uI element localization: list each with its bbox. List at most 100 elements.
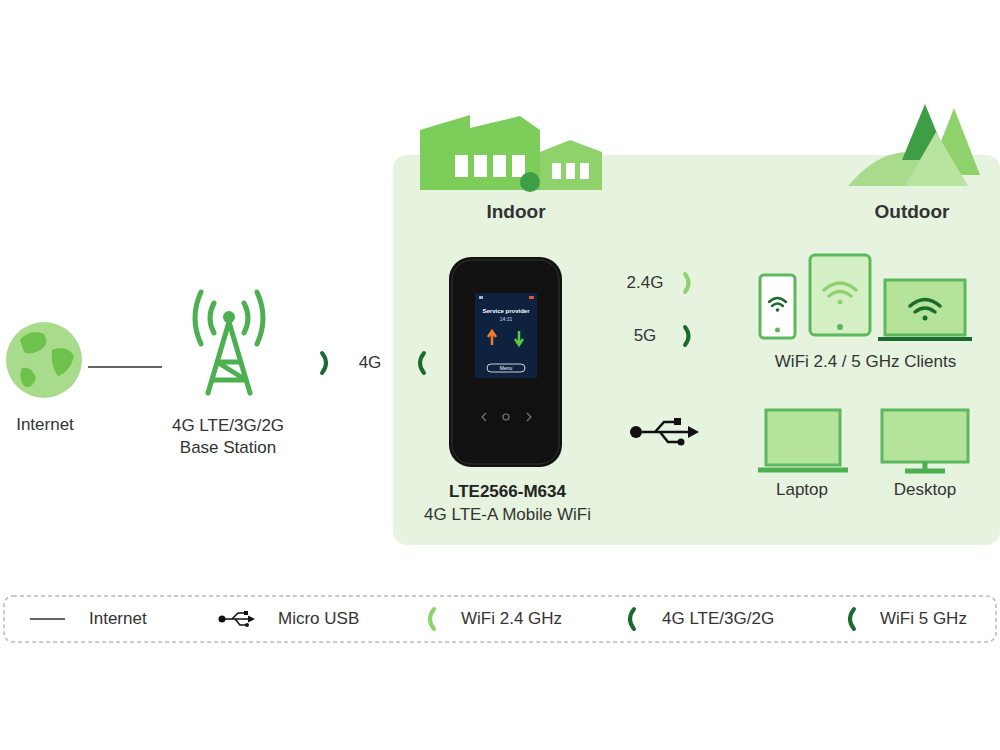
buildings-icon-part (520, 172, 540, 192)
client-laptop-icon-part (923, 316, 928, 321)
mobile-wifi-device-part (452, 260, 559, 464)
mobile-wifi-device-part (449, 257, 562, 467)
buildings-icon-part (455, 155, 468, 177)
usb-symbol-part (688, 426, 699, 438)
mobile-wifi-device-part (487, 364, 525, 372)
globe-icon (6, 322, 82, 398)
desktop-icon (882, 410, 968, 471)
usb-symbol-part (630, 426, 642, 438)
mobile-wifi-device-part (488, 331, 496, 345)
buildings-icon-part (493, 155, 506, 177)
legend-text: Micro USB (278, 609, 359, 629)
node-label: Laptop (748, 479, 856, 501)
buildings-icon-part (566, 163, 575, 179)
globe-icon-part (6, 322, 82, 398)
legend-samples-part (850, 609, 854, 629)
mobile-wifi-device-part (482, 413, 486, 421)
tower-icon-part (195, 292, 214, 344)
mobile-wifi-device-part (475, 293, 537, 378)
client-laptop-icon-part (910, 300, 940, 313)
usb-symbol (630, 418, 699, 446)
buildings-icon-part (540, 140, 602, 190)
tower-icon (195, 292, 263, 393)
node-label: Indoor (441, 200, 591, 225)
band-label: 2.4G (627, 273, 664, 293)
screen-time: 14:31 (500, 316, 513, 322)
legend-box-part (4, 596, 996, 642)
trees-icon (848, 104, 980, 186)
mobile-wifi-node: LTE2566-M6344G LTE-A Mobile WiFi (405, 253, 610, 533)
client-phone-icon-part (776, 308, 780, 312)
node-sublabel: 4G LTE-A Mobile WiFi (405, 504, 610, 526)
legend-samples-part (430, 609, 434, 629)
buildings-icon-part (580, 163, 589, 179)
legend-samples (30, 609, 854, 629)
client-tablet-icon-part (838, 300, 843, 305)
laptop-icon-part (766, 410, 840, 465)
laptop-node: Laptop (748, 405, 856, 505)
legend-text: WiFi 2.4 GHz (461, 609, 562, 629)
legend-text: 4G LTE/3G/2G (662, 609, 774, 629)
trees-icon-part (905, 132, 968, 186)
client-phone-icon-part (769, 298, 786, 306)
node-label: LTE2566-M634 (405, 481, 610, 503)
client-phone-icon (760, 275, 795, 338)
mobile-wifi-device-part (515, 331, 523, 345)
client-laptop-icon (878, 280, 972, 339)
buildings-icon-part (474, 155, 487, 177)
screen-text: Service provider (482, 308, 529, 315)
client-phone-icon-part (775, 328, 780, 333)
buildings-icon-part (512, 155, 525, 177)
legend-samples-part (248, 616, 255, 623)
band-label: 4G (359, 353, 382, 373)
legend-samples-part (219, 616, 226, 623)
desktop-icon-part (882, 410, 968, 462)
node-label: WiFi 2.4 / 5 GHz Clients (748, 351, 983, 373)
legend-box (4, 596, 996, 642)
legend-samples-part (30, 618, 65, 620)
band-label: 5G (634, 326, 657, 346)
wifi-signal-icons-part (685, 327, 689, 345)
signal-4g-icon-part (322, 353, 326, 373)
mobile-wifi-device-part (503, 414, 509, 420)
client-tablet-icon (810, 255, 870, 335)
client-laptop-icon-part (878, 337, 972, 341)
node-sublabel: Outdoor (837, 200, 987, 225)
globe-icon-part (20, 332, 46, 354)
usb-symbol-part (674, 418, 681, 425)
signal-4g-icon-part (420, 353, 424, 373)
region-panel-part (393, 155, 1000, 545)
internet-link (88, 366, 162, 368)
wifi-signal-icons (685, 274, 689, 345)
wifi-signal-icons-part (685, 274, 689, 292)
node-label: Desktop (868, 479, 982, 501)
globe-icon-part (20, 368, 36, 387)
desktop-node: Desktop (868, 405, 982, 505)
legend-text: WiFi 5 GHz (880, 609, 967, 629)
buildings-icon (420, 115, 602, 192)
client-tablet-icon-part (810, 255, 870, 335)
desktop-icon-part (905, 462, 945, 471)
mobile-wifi-device (449, 257, 562, 467)
node-label: 4G LTE/3G/2G Base Station (162, 415, 294, 459)
mobile-wifi-device-part (527, 413, 531, 421)
region-panel (393, 155, 1000, 545)
globe-icon-part (52, 348, 74, 376)
signal-4g-icon (322, 353, 424, 373)
legend-text: Internet (89, 609, 147, 629)
client-tablet-icon-part (824, 283, 856, 296)
legend-samples-part (245, 623, 249, 627)
usb-symbol-part (678, 439, 685, 446)
client-phone-icon-part (760, 275, 795, 338)
base-station-node: 4G LTE/3G/2G Base Station (162, 300, 294, 465)
laptop-icon-part (758, 468, 848, 473)
wifi-clients-node: WiFi 2.4 / 5 GHz Clients (748, 250, 983, 378)
internet-node: Internet (2, 318, 88, 442)
mobile-wifi-device-part (479, 296, 483, 299)
node-label: Internet (2, 414, 88, 436)
client-laptop-icon-part (885, 280, 965, 335)
buildings-icon-part (552, 163, 561, 179)
